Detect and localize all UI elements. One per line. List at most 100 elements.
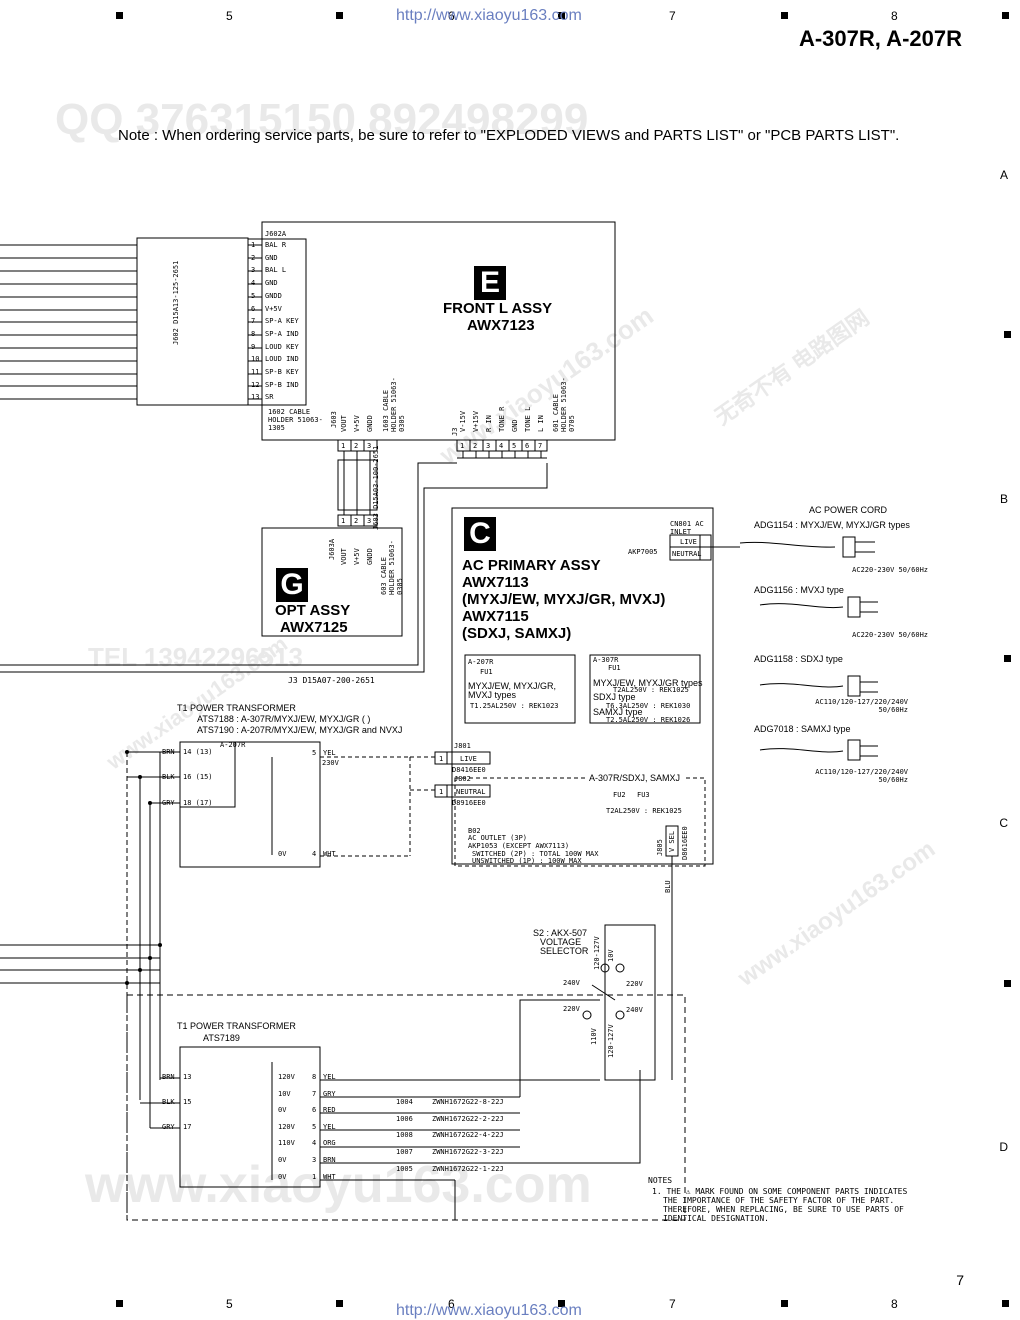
inlet-code: AKP7005 [628, 548, 658, 556]
j801-code: D8416EE0 [452, 766, 486, 774]
front-l-code: AWX7123 [467, 317, 535, 334]
pin-label: GND [265, 279, 278, 288]
row-letter-c: C [999, 816, 1008, 830]
pin-label: GND [265, 253, 278, 262]
selector-title-3: SELECTOR [540, 946, 589, 956]
fuse207-title: A-207R [468, 658, 494, 666]
pin-number: 4 [312, 850, 317, 858]
row-letter-a: A [999, 168, 1008, 182]
pin-label: SP-A IND [265, 329, 299, 338]
pin-label: GNDD [366, 548, 374, 565]
cord-model: ADG7018 : SAMXJ type [754, 724, 851, 734]
pin-number: 5 [312, 1122, 317, 1131]
t1a-line-1: ATS7188 : A-307R/MYXJ/EW, MYXJ/GR ( ) [197, 714, 371, 724]
outlet-line-1: AC OUTLET (3P) [468, 834, 528, 842]
sel-120-top: 120-127V [593, 936, 601, 970]
wire-color: BRN [323, 1156, 336, 1164]
grid-mark [781, 1300, 788, 1307]
pin-label: V+5V [353, 415, 361, 432]
t1a-tag: A-207R [220, 741, 246, 749]
pin-label: VOUT [340, 548, 348, 565]
row-letter-d: D [999, 1140, 1008, 1154]
fu23-rating: T2AL250V : REK1025 [606, 807, 682, 815]
wire-ref: 1004 [396, 1098, 413, 1107]
fuse307-title: A-307R [593, 656, 619, 664]
grid-mark [1002, 1300, 1009, 1307]
j802-neutral: NEUTRAL [456, 788, 486, 796]
holder-601: 601 CABLE HOLDER 51063-0705 [552, 377, 576, 432]
wire-part: ZWNH1672G22-4-22J [432, 1131, 504, 1140]
sel-120-bottom: 120-127V [607, 1024, 615, 1058]
wire-color: ORG [323, 1139, 336, 1148]
j3-label: J3 [451, 427, 459, 436]
cord-model: ADG1156 : MVXJ type [754, 585, 844, 595]
pin-number: 3 [367, 517, 372, 525]
fuse207-fu1: FU1 [480, 668, 493, 676]
pin-number: 3 [367, 442, 372, 450]
j801-label: J801 [454, 742, 471, 750]
page-title: A-307R, A-207R [798, 26, 962, 51]
j801-live: LIVE [460, 755, 477, 763]
wire-part: ZWNH1672G22-1-22J [432, 1164, 504, 1173]
cord-model: ADG1158 : SDXJ type [754, 654, 843, 664]
fuse207-line-3: T1.25AL250V : REK1023 [470, 702, 559, 710]
pin-label: TONE L [524, 406, 532, 432]
footer-url[interactable]: http://www.xiaoyu163.com [396, 1302, 582, 1319]
grid-num-8: 8 [891, 9, 898, 23]
pin-number: 13 [251, 393, 260, 402]
voltage: 0V [278, 850, 287, 858]
pin-label: TONE R [498, 406, 506, 432]
j805-label: J805 [656, 839, 664, 856]
page-number: 7 [956, 1272, 964, 1288]
t1a-title: T1 POWER TRANSFORMER [177, 703, 296, 713]
cord-title: AC POWER CORD [809, 505, 888, 515]
grid-mark [558, 12, 565, 19]
pin-label: GNDD [265, 291, 282, 300]
header-url[interactable]: http://www.xiaoyu163.com [396, 7, 582, 24]
pin-number: 6 [525, 442, 530, 450]
pin-number: 2 [473, 442, 478, 450]
pin-label: SP-B KEY [265, 368, 299, 376]
sel-240-left: 240V [563, 979, 580, 987]
wire-color: RED [323, 1106, 336, 1115]
cord-rating: AC220-230V 50/60Hz [852, 631, 928, 639]
note-text: Note : When ordering service parts, be s… [118, 127, 900, 144]
grid-mark [336, 12, 343, 19]
grid-mark [116, 12, 123, 19]
grid-mark [558, 1300, 565, 1307]
wire-color: BRN [162, 1073, 175, 1081]
grid-mark [781, 12, 788, 19]
fu2-label: FU2 [613, 791, 626, 799]
cord-rating: AC110/120-127/220/240V 50/60Hz [815, 698, 908, 714]
sel-10v: 10V [607, 949, 615, 962]
j602a-label: J602A [265, 230, 287, 238]
j602-cable-label: J602 D15A13-125-2651 [172, 260, 180, 345]
watermark-site: www.xiaoyu163.com [85, 1156, 592, 1214]
outlet-line-2: AKP1053 (EXCEPT AWX7113) [468, 842, 570, 850]
holder-603: 603 CABLE HOLDER 51063-0305 [380, 540, 404, 595]
selector-title-1: S2 : AKX-507 [533, 928, 588, 938]
pin-number: 1 [312, 1172, 317, 1181]
grid-num-5: 5 [226, 9, 233, 23]
pin-number: 1 [251, 241, 256, 249]
grid-mark [1002, 12, 1009, 19]
pin-number: 3 [251, 266, 256, 275]
voltage: 0V [278, 1172, 287, 1181]
pin-number: 3 [486, 442, 491, 450]
pin-number: 4 [499, 442, 504, 450]
grid-num-7-bottom: 7 [669, 1297, 676, 1311]
outlet-ref: B02 [468, 827, 481, 835]
voltage: 10V [278, 1089, 291, 1098]
wire-color: GRY [162, 799, 175, 807]
notes-title: NOTES [648, 1176, 673, 1185]
outlet-line-3: SWITCHED (2P) : TOTAL 100W MAX [472, 850, 599, 858]
fuse307-line-6: T2.5AL250V : REK1026 [606, 716, 691, 724]
wire-ref: 1006 [396, 1114, 413, 1123]
front-l-letter: E [474, 266, 506, 300]
j603a-label: J603A [328, 538, 336, 560]
t1a-line-2: ATS7190 : A-207R/MYXJ/EW, MYXJ/GR and NV… [197, 725, 403, 735]
pin-label: SP-A KEY [265, 317, 299, 326]
sel-110v: 110V [590, 1028, 598, 1045]
ac-line-3: (MYXJ/EW, MYXJ/GR, MVXJ) [462, 591, 666, 608]
